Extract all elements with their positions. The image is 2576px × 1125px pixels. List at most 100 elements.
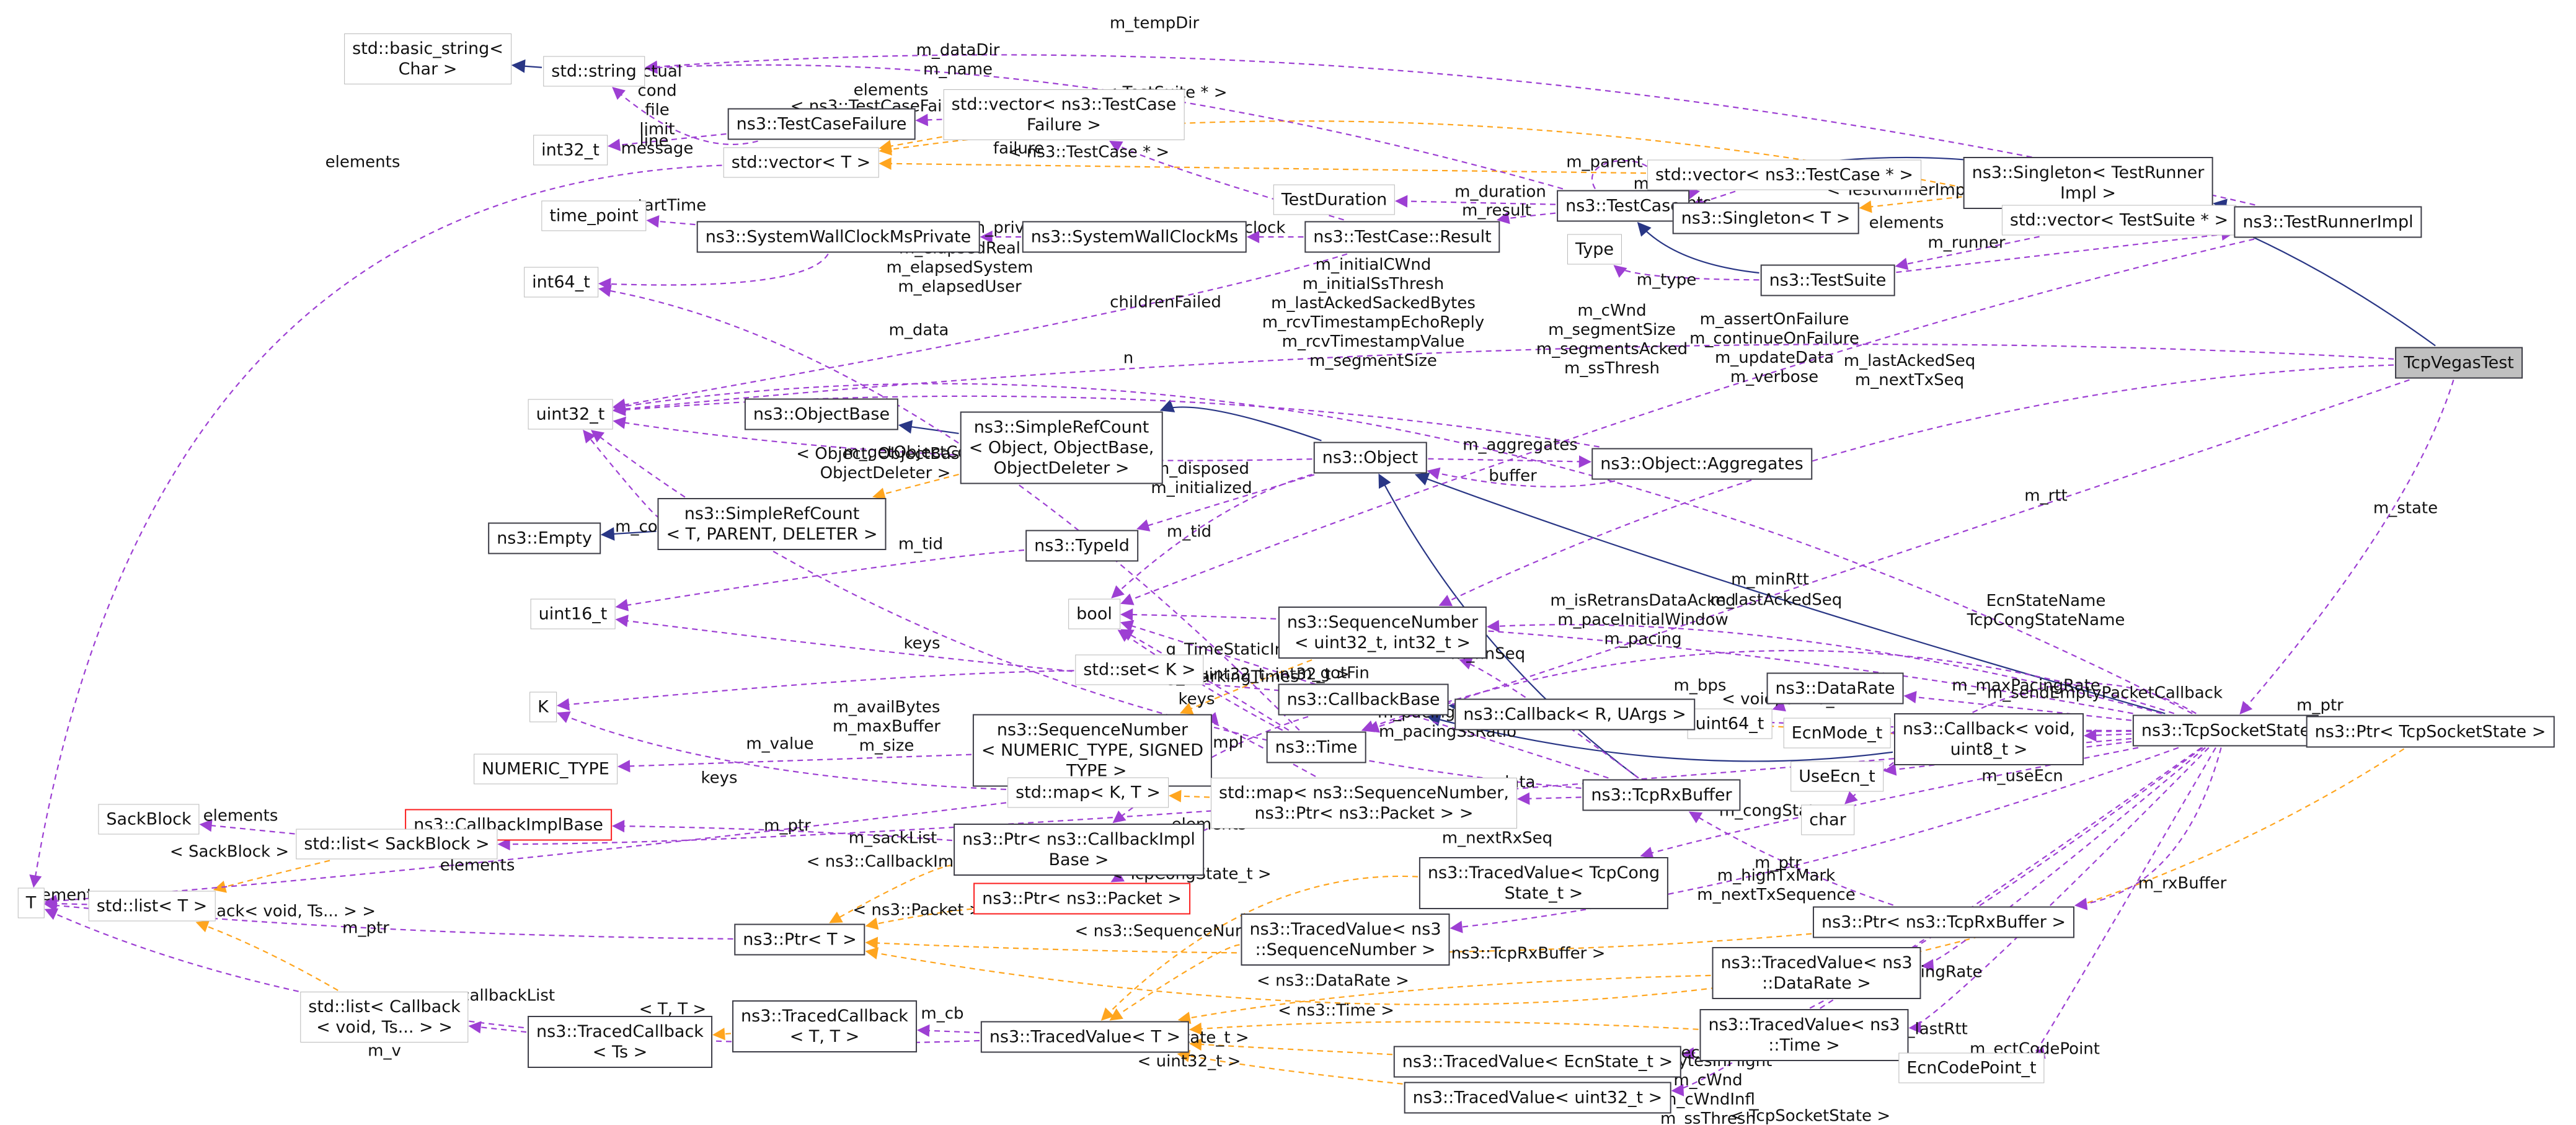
class-node-list_sack[interactable]: std::list< SackBlock > (296, 829, 498, 860)
class-node-cb_void_u8[interactable]: ns3::Callback< void, uint8_t > (1893, 713, 2084, 765)
edge-label: childrenFailed (1110, 293, 1221, 312)
class-node-numeric[interactable]: NUMERIC_TYPE (474, 754, 617, 785)
edge-label: buffer (1489, 466, 1537, 486)
edge-label: clock (1244, 218, 1286, 238)
edge-label: < Object, ObjectBase, ObjectDeleter > (796, 445, 975, 482)
class-node-aggregates[interactable]: ns3::Object::Aggregates (1591, 448, 1812, 480)
class-node-testcasefailure[interactable]: ns3::TestCaseFailure (727, 108, 916, 140)
class-node-singleton_t[interactable]: ns3::Singleton< T > (1672, 202, 1859, 234)
class-node-time_point[interactable]: time_point (541, 200, 647, 231)
class-node-list_cb[interactable]: std::list< Callback < void, Ts... > > (300, 992, 469, 1043)
class-node-map_kt[interactable]: std::map< K, T > (1007, 777, 1169, 808)
class-node-vector_ts[interactable]: std::vector< TestSuite * > (2001, 205, 2237, 236)
edge-label: m_ptr (764, 816, 811, 835)
class-node-cb_r_uargs[interactable]: ns3::Callback< R, UArgs > (1454, 698, 1695, 731)
edge-label: m_initialCWnd m_initialSsThresh m_lastAc… (1262, 256, 1485, 370)
edge-label: elements (853, 81, 929, 100)
class-node-tc_result[interactable]: ns3::TestCase::Result (1304, 221, 1500, 253)
class-node-time[interactable]: ns3::Time (1266, 731, 1366, 763)
class-node-tv_datarate[interactable]: ns3::TracedValue< ns3 ::DataRate > (1712, 947, 1921, 999)
class-node-tcpvegastest[interactable]: TcpVegasTest (2395, 347, 2523, 379)
edge-ptr_cib-ptr_t (829, 864, 953, 923)
class-node-datarate[interactable]: ns3::DataRate (1766, 672, 1904, 705)
class-node-tv_congstate[interactable]: ns3::TracedValue< TcpCong State_t > (1419, 857, 1669, 909)
class-node-char_[interactable]: char (1801, 804, 1854, 835)
edge-map_seq-map_kt (1168, 789, 1210, 803)
edge-label: m_rtt (2024, 486, 2068, 505)
class-node-ptr_packet[interactable]: ns3::Ptr< ns3::Packet > (973, 883, 1190, 915)
class-node-objectbase[interactable]: ns3::ObjectBase (744, 398, 899, 430)
edge-label: line (639, 131, 669, 151)
class-node-singleton_tri[interactable]: ns3::Singleton< TestRunner Impl > (1963, 157, 2213, 209)
class-node-testsuite[interactable]: ns3::TestSuite (1760, 264, 1895, 296)
class-node-tracedcb_ts[interactable]: ns3::TracedCallback < Ts > (528, 1016, 712, 1068)
class-node-vector_tcf[interactable]: std::vector< ns3::TestCase Failure > (943, 89, 1185, 140)
class-node-ptr_cib[interactable]: ns3::Ptr< ns3::CallbackImpl Base > (954, 824, 1204, 876)
edge-label: m_gotFin (1296, 664, 1370, 683)
class-node-empty[interactable]: ns3::Empty (488, 522, 601, 554)
edge-label: m_isRetransDataAcked m_paceInitialWindow… (1550, 591, 1736, 649)
edge-tcpsocketstate-cb_void_u8 (2083, 729, 2132, 742)
class-node-uint16[interactable]: uint16_t (530, 598, 616, 629)
class-node-typeid_[interactable]: ns3::TypeId (1025, 530, 1138, 562)
class-node-object[interactable]: ns3::Object (1313, 442, 1427, 474)
class-node-ptr_rxbuf[interactable]: ns3::Ptr< ns3::TcpRxBuffer > (1812, 906, 2075, 938)
class-node-vector_t[interactable]: std::vector< T > (723, 147, 879, 178)
class-node-tv_uint32[interactable]: ns3::TracedValue< uint32_t > (1404, 1082, 1671, 1114)
edge-label: < uint32_t, int32_t > (1180, 665, 1350, 684)
edge-tc_result-uint32 (613, 253, 1348, 411)
class-node-ptr_tss[interactable]: ns3::Ptr< TcpSocketState > (2306, 716, 2555, 748)
class-node-tv_ecnstate[interactable]: ns3::TracedValue< EcnState_t > (1393, 1046, 1682, 1078)
class-node-t[interactable]: T (17, 887, 45, 918)
class-node-testrunnerimpl[interactable]: ns3::TestRunnerImpl (2234, 206, 2422, 238)
edge-label: m_aggregates (1463, 435, 1578, 455)
class-node-uint32[interactable]: uint32_t (528, 399, 613, 430)
class-node-testduration[interactable]: TestDuration (1273, 184, 1396, 215)
class-node-vector_tc[interactable]: std::vector< ns3::TestCase * > (1647, 159, 1921, 190)
class-node-string[interactable]: std::string (543, 56, 645, 87)
class-node-swcm[interactable]: ns3::SystemWallClockMs (1022, 221, 1247, 253)
edge-set_k-k (556, 670, 1074, 711)
class-node-k[interactable]: K (529, 691, 557, 723)
class-node-int32[interactable]: int32_t (533, 135, 608, 166)
class-node-map_seq[interactable]: std::map< ns3::SequenceNumber, ns3::Ptr<… (1211, 778, 1517, 829)
edge-label: m_duration (1454, 182, 1546, 202)
class-node-seqnum_g[interactable]: ns3::SequenceNumber < NUMERIC_TYPE, SIGN… (972, 714, 1213, 787)
edge-tcpsocketstate-datarate (1903, 691, 2132, 721)
class-node-tcpsocketstate[interactable]: ns3::TcpSocketState (2132, 714, 2319, 747)
class-node-ecncodepoint[interactable]: EcnCodePoint_t (1898, 1052, 2045, 1083)
class-node-seqnum32[interactable]: ns3::SequenceNumber < uint32_t, int32_t … (1278, 607, 1487, 659)
edge-tcpsocketstate-uint32 (613, 383, 2193, 714)
class-node-testcase[interactable]: ns3::TestCase (1557, 190, 1689, 222)
edge-tcpvegastest-seqnum32 (1438, 364, 2394, 607)
class-node-type[interactable]: Type (1567, 234, 1622, 265)
class-node-callbackimplbase[interactable]: ns3::CallbackImplBase (405, 809, 612, 841)
edge-label: keys (903, 634, 941, 653)
edge-testcase-string (644, 61, 1564, 190)
class-node-int64[interactable]: int64_t (524, 267, 598, 298)
edge-vector_t-t (29, 164, 722, 888)
class-node-useecn[interactable]: UseEcn_t (1790, 761, 1883, 792)
class-node-tv_time[interactable]: ns3::TracedValue< ns3 ::Time > (1699, 1009, 1909, 1061)
class-node-uint64[interactable]: uint64_t (1687, 708, 1773, 739)
class-node-set_k[interactable]: std::set< K > (1075, 654, 1204, 685)
class-node-bool_[interactable]: bool (1068, 598, 1120, 629)
class-node-swcm_priv[interactable]: ns3::SystemWallClockMsPrivate (696, 221, 980, 253)
edge-label: m_disposed m_initialized (1151, 460, 1252, 497)
class-node-src_t[interactable]: ns3::SimpleRefCount < T, PARENT, DELETER… (657, 498, 887, 550)
class-node-tv_seqnum[interactable]: ns3::TracedValue< ns3 ::SequenceNumber > (1241, 914, 1450, 966)
class-node-ptr_t[interactable]: ns3::Ptr< T > (734, 923, 865, 956)
edge-label: m_sackList (848, 829, 937, 848)
class-node-sackblock[interactable]: SackBlock (98, 804, 200, 835)
class-node-list_t[interactable]: std::list< T > (88, 891, 216, 922)
edge-src_obj-src_t (872, 473, 959, 500)
class-node-tracedval_t[interactable]: ns3::TracedValue< T > (980, 1021, 1190, 1053)
class-node-src_obj[interactable]: ns3::SimpleRefCount < Object, ObjectBase… (960, 411, 1163, 484)
class-node-callbackbase[interactable]: ns3::CallbackBase (1278, 683, 1449, 716)
class-node-ecnmode[interactable]: EcnMode_t (1783, 718, 1891, 749)
class-node-basic_string[interactable]: std::basic_string< Char > (344, 33, 511, 84)
class-node-tracedcb_tt[interactable]: ns3::TracedCallback < T, T > (732, 1000, 917, 1052)
edge-typeid_-uint16 (615, 549, 1025, 611)
class-node-tcprxbuffer[interactable]: ns3::TcpRxBuffer (1582, 779, 1741, 811)
